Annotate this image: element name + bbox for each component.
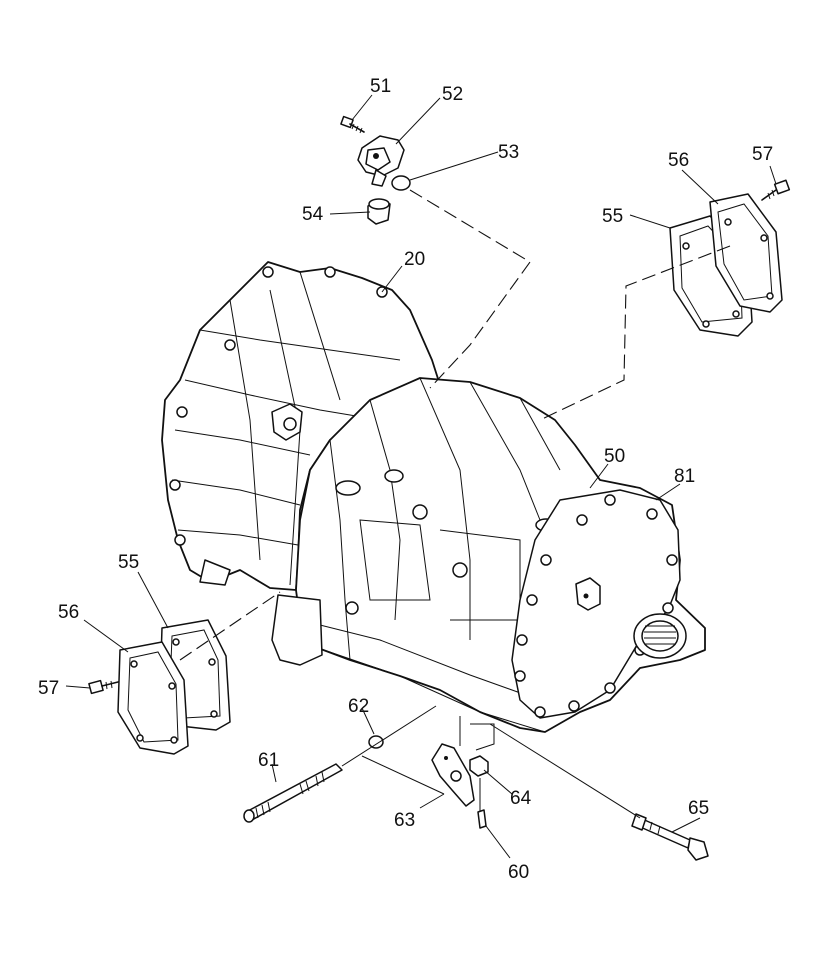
lever-63 [431,743,475,807]
callout-63: 63 [394,810,415,831]
pin-60 [477,809,487,829]
callout-65: 65 [688,798,709,819]
callouts: 51 52 53 54 20 56 57 55 50 81 55 56 57 6… [38,76,773,883]
callout-55-top: 55 [602,206,623,227]
bolt-57-left [88,679,119,695]
callout-54: 54 [302,204,324,225]
leader-lines [65,94,777,859]
manual-shaft-group [243,705,709,861]
callout-60: 60 [508,862,529,883]
callout-53: 53 [498,142,519,163]
washer-62 [368,735,384,749]
callout-61: 61 [258,750,279,771]
callout-51: 51 [370,76,391,97]
callout-52: 52 [442,84,463,105]
callout-57-top: 57 [752,144,773,165]
sensor-52 [357,135,405,187]
o-ring-53 [391,175,411,191]
top-cover-group [539,179,791,421]
callout-55-left: 55 [118,552,139,573]
callout-57-left: 57 [38,678,59,699]
transmission-case-assembly [161,261,706,733]
shaft-61 [243,763,343,823]
callout-81: 81 [674,466,695,487]
bolt-57-top [761,179,791,201]
callout-20: 20 [404,249,425,270]
callout-56-left: 56 [58,602,79,623]
speed-sensor-group [340,115,531,389]
callout-50: 50 [604,446,625,467]
sleeve-54 [367,198,391,225]
callout-64: 64 [510,788,532,809]
bolt-51 [340,115,365,134]
nut-64 [469,755,489,777]
callout-56-top: 56 [668,150,689,171]
callout-62: 62 [348,696,369,717]
bolt-65 [631,813,709,861]
left-cover-group [88,591,281,755]
